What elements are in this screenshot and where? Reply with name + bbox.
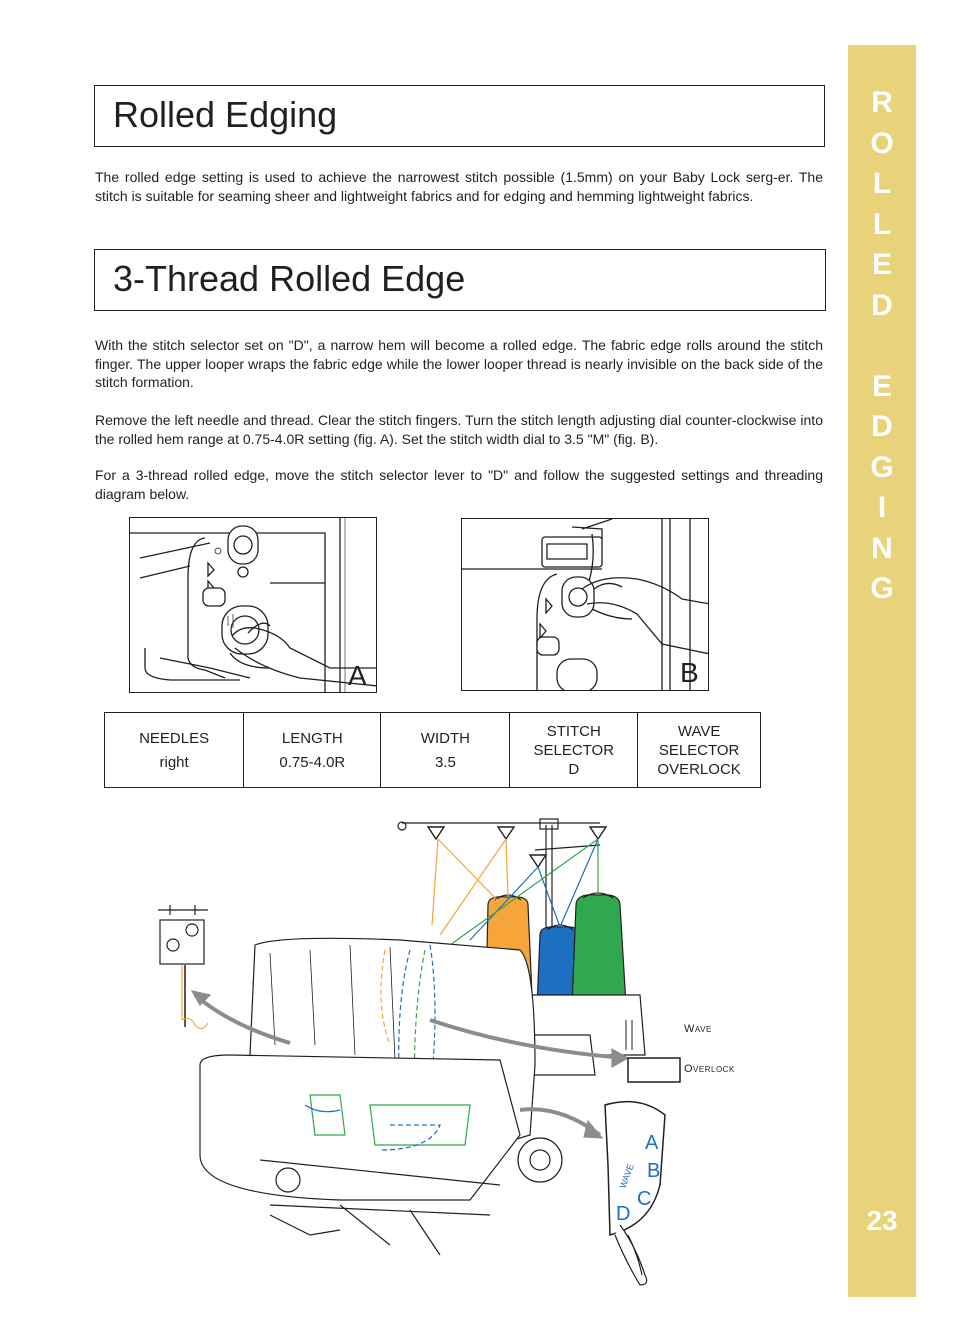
- figure-a-illustration: [130, 518, 377, 693]
- cell-header: WAVE: [642, 722, 756, 741]
- sidebar-letter: N: [848, 529, 916, 570]
- cell-value: 0.75-4.0R: [248, 753, 376, 772]
- stitch-selector-cell: STITCH SELECTOR D: [510, 713, 638, 788]
- dial-letter-c: C: [637, 1188, 651, 1211]
- sidebar-letter: E: [848, 367, 916, 408]
- sidebar-letter: G: [848, 569, 916, 610]
- cell-header: WIDTH: [385, 729, 505, 748]
- paragraph: Remove the left needle and thread. Clear…: [95, 411, 823, 448]
- section-title-box: 3-Thread Rolled Edge: [94, 249, 826, 311]
- cell-header: SELECTOR: [642, 741, 756, 760]
- figure-b-illustration: [462, 519, 709, 691]
- serger-threading-illustration: [140, 805, 750, 1305]
- sidebar-letter: O: [848, 124, 916, 165]
- figure-b: B: [461, 518, 709, 691]
- dial-letter-b: B: [647, 1160, 660, 1183]
- cell-value: 3.5: [385, 753, 505, 772]
- cell-value: OVERLOCK: [642, 760, 756, 779]
- section-title-box: Rolled Edging: [94, 85, 825, 147]
- sidebar-letter: G: [848, 448, 916, 489]
- wave-selector-cell: WAVE SELECTOR OVERLOCK: [638, 713, 761, 788]
- dial-letter-a: A: [645, 1132, 658, 1155]
- settings-table: NEEDLES right LENGTH 0.75-4.0R WIDTH 3.5…: [104, 712, 761, 788]
- width-cell: WIDTH 3.5: [381, 713, 510, 788]
- page-number: 23: [848, 1205, 916, 1237]
- sidebar-letter: L: [848, 164, 916, 205]
- sidebar-letter: L: [848, 205, 916, 246]
- overlock-label: Overlock: [684, 1063, 735, 1075]
- paragraph: With the stitch selector set on "D", a n…: [95, 336, 823, 392]
- cell-header: LENGTH: [248, 729, 376, 748]
- sidebar-letter: R: [848, 83, 916, 124]
- cell-header: STITCH: [514, 722, 633, 741]
- cell-value: D: [514, 760, 633, 779]
- intro-paragraph: The rolled edge setting is used to achie…: [95, 168, 823, 205]
- figure-b-label: B: [680, 659, 699, 687]
- threading-diagram: Wave Overlock A B C D WAVE: [140, 805, 750, 1305]
- wave-label: Wave: [684, 1023, 712, 1035]
- section-title: 3-Thread Rolled Edge: [113, 261, 465, 297]
- cell-value: right: [109, 753, 239, 772]
- figure-a-label: A: [348, 662, 367, 690]
- sidebar-letter: E: [848, 245, 916, 286]
- chapter-sidebar: R O L L E D E D G I N G 23: [848, 45, 916, 1297]
- chapter-title-vertical: R O L L E D E D G I N G: [848, 83, 916, 610]
- figure-a: A: [129, 517, 377, 693]
- cell-header: NEEDLES: [109, 729, 239, 748]
- length-cell: LENGTH 0.75-4.0R: [244, 713, 381, 788]
- settings-row: NEEDLES right LENGTH 0.75-4.0R WIDTH 3.5…: [105, 713, 761, 788]
- needles-cell: NEEDLES right: [105, 713, 244, 788]
- sidebar-gap: [848, 326, 916, 367]
- sidebar-letter: I: [848, 488, 916, 529]
- sidebar-letter: D: [848, 286, 916, 327]
- cell-header: SELECTOR: [514, 741, 633, 760]
- dial-letter-d: D: [616, 1203, 630, 1226]
- paragraph: For a 3-thread rolled edge, move the sti…: [95, 466, 823, 503]
- sidebar-letter: D: [848, 407, 916, 448]
- section-title: Rolled Edging: [113, 97, 337, 133]
